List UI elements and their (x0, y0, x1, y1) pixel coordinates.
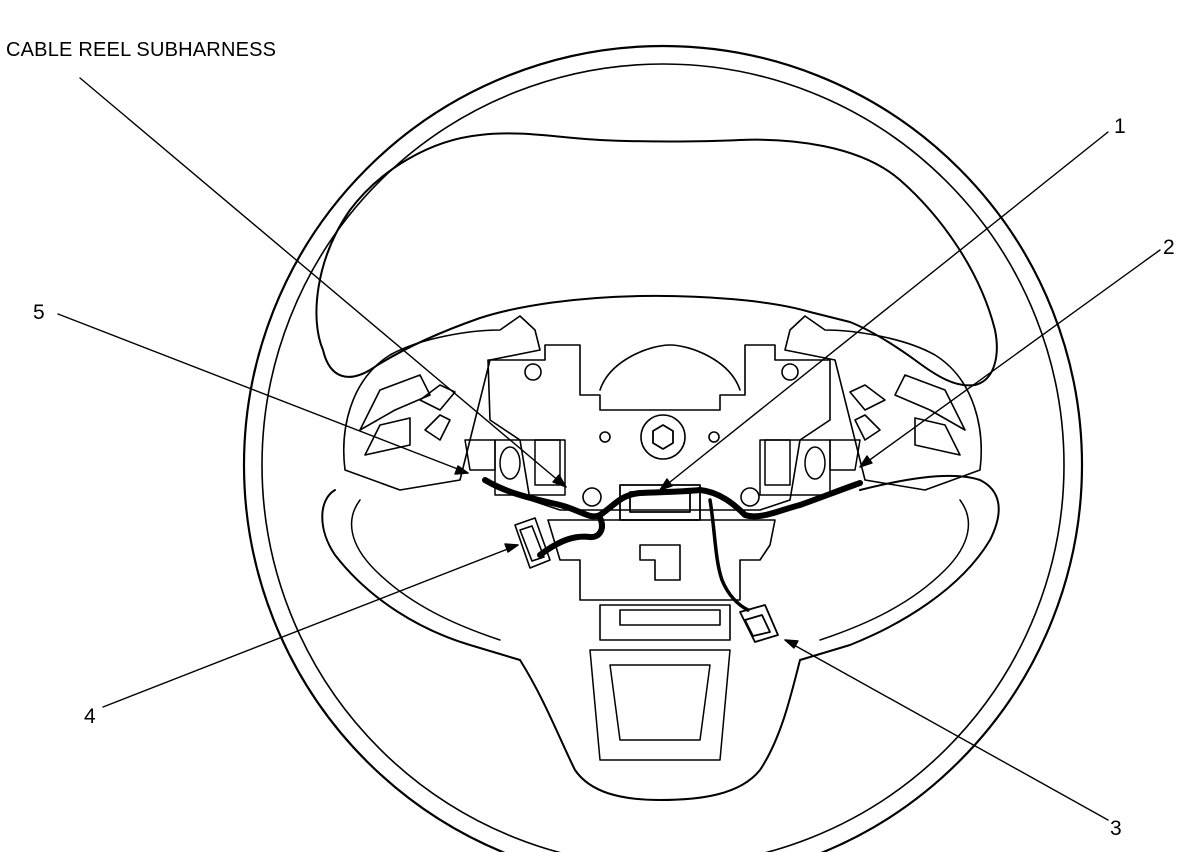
left-switch-pod (343, 315, 541, 491)
right-switch-pod (784, 315, 982, 491)
lower-hub-outline (321, 474, 1000, 801)
callout-5: 5 (33, 301, 45, 324)
cable-reel-subharness-wires (482, 477, 863, 558)
lower-hub-inner (350, 499, 970, 761)
connector-4 (514, 517, 551, 569)
callout-3: 3 (1110, 817, 1122, 840)
callout-1: 1 (1114, 115, 1126, 138)
callout-2: 2 (1163, 236, 1175, 259)
leader-lines (57, 77, 1161, 821)
connector-3 (739, 604, 779, 643)
steering-wheel-rim (243, 45, 1083, 852)
callout-4: 4 (84, 705, 96, 728)
cable-reel-subharness-label: CABLE REEL SUBHARNESS (6, 39, 277, 61)
harness-lead-wire (708, 498, 750, 612)
central-hub (487, 344, 831, 641)
left-switch-module (464, 439, 566, 496)
upper-spoke-outline (315, 132, 998, 387)
